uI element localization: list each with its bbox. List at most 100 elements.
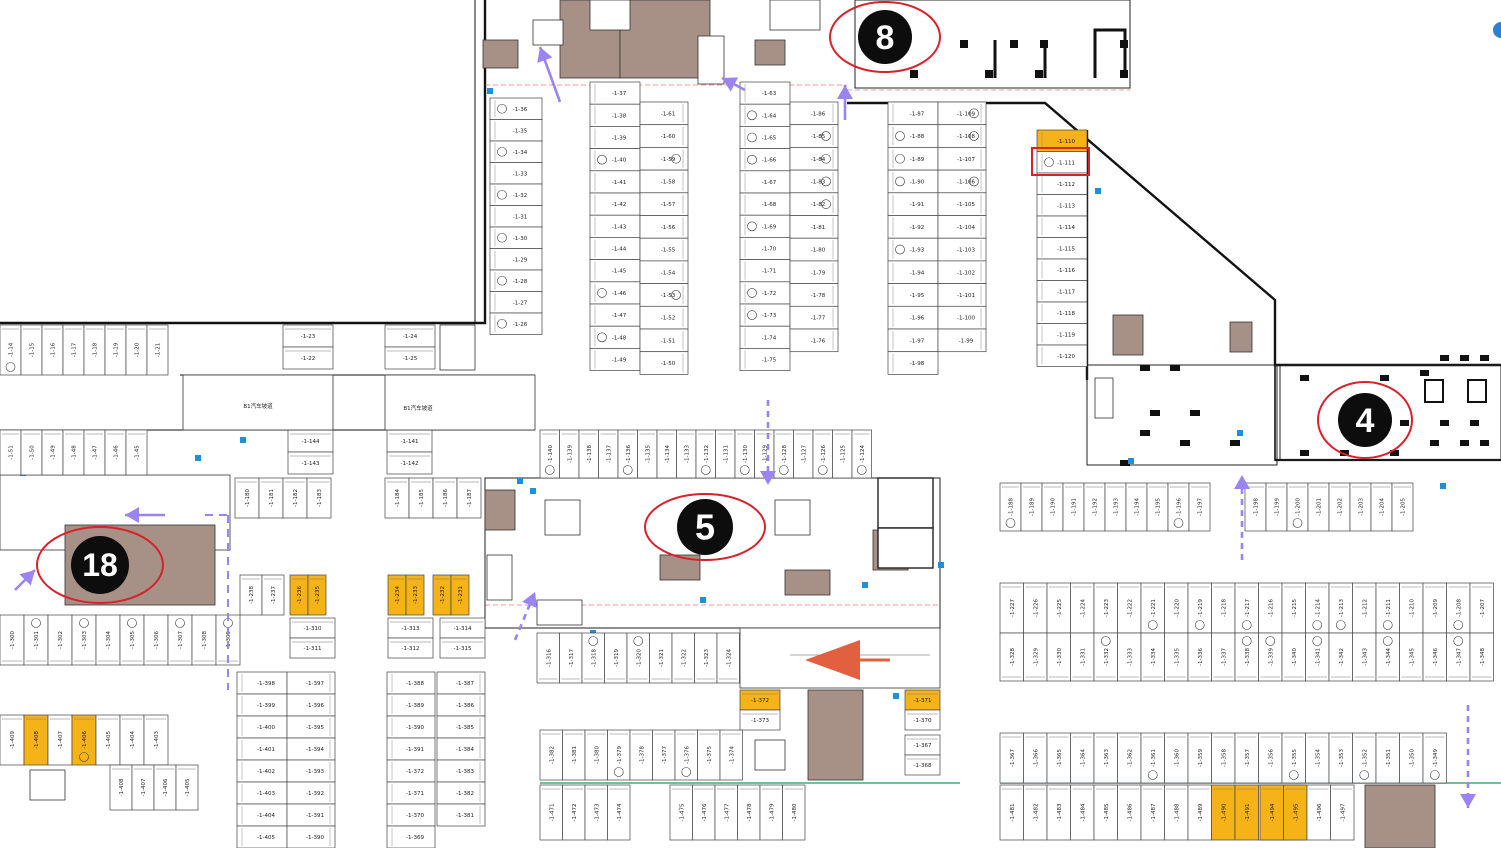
parking-space: -1-310 (289, 617, 336, 639)
parking-space-label: -1-371 (406, 791, 424, 797)
ev-charger-icon (497, 189, 507, 200)
parking-space-label: -1-329 (1033, 648, 1039, 666)
service-core (1112, 314, 1144, 356)
parking-space-outline (1469, 632, 1494, 682)
parking-space-label: -1-484 (1080, 803, 1086, 821)
route-arrow (14, 569, 36, 591)
parking-space-label: -1-375 (707, 746, 713, 764)
parking-space: -1-141 (386, 429, 433, 453)
parking-space-label: -1-409 (10, 731, 16, 749)
parking-space-label: -1-218 (1221, 599, 1227, 617)
parking-space-label: -1-45 (135, 445, 141, 460)
parking-space: -1-35 (489, 119, 543, 142)
parking-space-label: -1-37 (612, 91, 627, 97)
parking-space-label: -1-386 (456, 703, 474, 709)
parking-space-label: -1-471 (549, 804, 555, 822)
parking-space-outline (1188, 482, 1211, 532)
parking-space: -1-55 (639, 237, 689, 262)
parking-space: -1-47 (589, 303, 641, 327)
parking-space: -1-312 (387, 637, 434, 659)
parking-space-label: -1-112 (1057, 182, 1075, 188)
parking-space: -1-486 (1117, 784, 1142, 841)
parking-space: -1-491 (1234, 784, 1259, 841)
zone-ring (1317, 381, 1413, 459)
parking-space: -1-356 (1258, 732, 1283, 784)
parking-space: -1-61 (639, 101, 689, 126)
parking-space: -1-48 (62, 429, 85, 476)
parking-space-label: -1-391 (406, 747, 424, 753)
parking-space: -1-334 (1140, 632, 1165, 682)
door-marker (893, 693, 899, 699)
parking-space: -1-185 (408, 477, 434, 519)
parking-space: -1-84 (789, 147, 839, 171)
parking-space: -1-114 (1036, 215, 1088, 238)
parking-space: -1-407 (131, 764, 155, 811)
parking-space: -1-183 (306, 477, 332, 519)
parking-space: -1-189 (1020, 482, 1043, 532)
parking-space: -1-118 (1036, 301, 1088, 324)
parking-space-label: -1-188 (1009, 498, 1015, 516)
parking-space: -1-485 (1093, 784, 1118, 841)
parking-space: -1-216 (1258, 582, 1283, 634)
structural-column (910, 70, 918, 78)
route-arrow-head (760, 471, 776, 485)
parking-space-outline (1391, 482, 1414, 532)
parking-space-outline (719, 729, 743, 781)
parking-space-label: -1-66 (762, 158, 777, 164)
parking-space-outline (1036, 344, 1088, 367)
parking-space-label: -1-86 (811, 111, 826, 117)
parking-space-label: -1-382 (456, 791, 474, 797)
parking-space: -1-95 (887, 283, 939, 307)
parking-space: -1-51 (0, 429, 22, 476)
parking-space: -1-34 (489, 140, 543, 163)
parking-space-label: -1-403 (257, 791, 275, 797)
parking-space: -1-190 (1041, 482, 1064, 532)
parking-space: -1-389 (386, 693, 436, 717)
ev-charger-icon (79, 752, 89, 762)
parking-space: -1-211 (1375, 582, 1400, 634)
parking-space-label: -1-48 (72, 445, 78, 460)
door-marker (700, 597, 706, 603)
parking-space-label: -1-211 (1386, 599, 1392, 617)
parking-space-label: -1-81 (811, 225, 825, 231)
parking-space-label: -1-128 (782, 445, 788, 463)
parking-space-label: -1-100 (957, 316, 975, 322)
parking-space-label: -1-328 (1010, 648, 1016, 666)
ev-charger-icon (5, 362, 16, 372)
parking-space-label: -1-186 (443, 489, 449, 507)
parking-space-outline (782, 784, 806, 841)
parking-space-label: -1-214 (1315, 599, 1321, 617)
parking-space-label: -1-351 (1386, 749, 1392, 767)
ev-charger-icon (127, 618, 137, 628)
parking-space: -1-347 (1446, 632, 1471, 682)
parking-space-outline (307, 574, 327, 616)
parking-space: -1-341 (1305, 632, 1330, 682)
parking-space: -1-47 (83, 429, 106, 476)
ev-charger-icon (79, 618, 89, 628)
parking-space: -1-207 (1469, 582, 1494, 634)
parking-space-label: -1-203 (1359, 498, 1365, 516)
parking-space-label: -1-405 (257, 835, 275, 841)
parking-space: -1-495 (1283, 784, 1308, 841)
door-marker (938, 562, 944, 568)
parking-space-label: -1-490 (1221, 803, 1227, 821)
parking-space-outline (167, 614, 193, 666)
parking-space-label: -1-370 (914, 718, 932, 724)
parking-space: -1-480 (782, 784, 806, 841)
parking-space-label: -1-94 (910, 270, 925, 276)
parking-space-label: -1-196 (1177, 498, 1183, 516)
parking-space-label: -1-22 (301, 356, 315, 362)
parking-space-label: -1-105 (957, 202, 975, 208)
parking-space: -1-314 (439, 617, 486, 639)
parking-space: -1-320 (626, 632, 650, 684)
parking-space: -1-99 (937, 328, 987, 353)
parking-space: -1-92 (887, 215, 939, 239)
parking-space-label: -1-227 (1010, 599, 1016, 617)
parking-space: -1-339 (1258, 632, 1283, 682)
parking-space: -1-402 (236, 759, 288, 783)
parking-space: -1-81 (789, 215, 839, 239)
parking-space-outline (23, 714, 49, 766)
parking-space-label: -1-60 (661, 134, 676, 140)
parking-space-label: -1-496 (1317, 803, 1323, 821)
parking-space: -1-75 (739, 348, 791, 371)
